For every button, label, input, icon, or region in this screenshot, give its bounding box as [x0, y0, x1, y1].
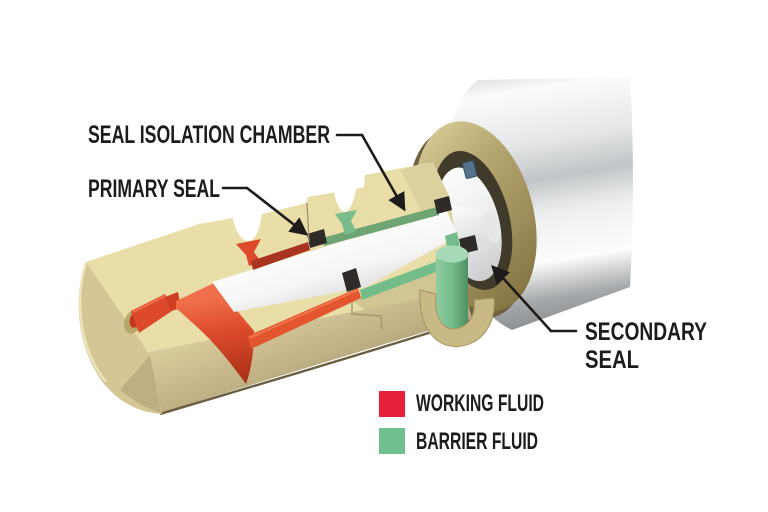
- secondary-seal-label-line1: SECONDARY: [585, 318, 707, 346]
- barrier-fluid-port-section: [335, 210, 357, 235]
- working-fluid-label: WORKING FLUID: [416, 390, 544, 417]
- primary-seal: [307, 229, 361, 292]
- gland-part-line: [351, 302, 383, 331]
- callout-primary-seal: PRIMARY SEAL: [88, 175, 309, 236]
- housing-end-cap: [78, 262, 162, 414]
- legend-item-working-fluid: WORKING FLUID: [379, 390, 544, 417]
- leader-arrow: [491, 264, 553, 333]
- shaft-stub-end: [483, 211, 501, 243]
- legend: WORKING FLUID BARRIER FLUID: [379, 390, 544, 455]
- inlet-pipe: [131, 294, 172, 333]
- shaft: [212, 209, 458, 312]
- secondary-seal-top: [434, 196, 452, 214]
- legend-item-barrier-fluid: BARRIER FLUID: [379, 428, 538, 455]
- leader-arrow: [245, 186, 309, 236]
- working-fluid-swatch: [379, 391, 405, 417]
- barrier-fluid-port: [419, 232, 495, 347]
- barrier-fluid-label: BARRIER FLUID: [416, 428, 538, 455]
- primary-seal-label: PRIMARY SEAL: [88, 175, 220, 203]
- callout-secondary-seal: SECONDARY SEAL: [491, 264, 707, 374]
- secondary-seal-label-line2: SEAL: [585, 346, 639, 374]
- callout-seal-isolation-chamber: SEAL ISOLATION CHAMBER: [88, 121, 406, 212]
- housing-bottom-edge: [159, 318, 471, 416]
- port-top-face: [436, 245, 468, 263]
- barrier-fluid-film-top: [322, 207, 439, 246]
- end-cap-rim-highlight: [78, 261, 107, 383]
- leader-arrow: [360, 133, 406, 212]
- working-fluid-film-bottom: [248, 288, 361, 349]
- shaft-stub: [444, 204, 499, 242]
- housing-curved-surface: [148, 290, 472, 414]
- port-gland-arc: [419, 289, 495, 347]
- seal-isolation-chamber-label: SEAL ISOLATION CHAMBER: [88, 121, 330, 149]
- primary-seal-bottom: [342, 268, 361, 292]
- flange-bolt: [462, 160, 478, 179]
- working-fluid-film-top: [251, 242, 310, 270]
- working-fluid-port-section: [236, 239, 261, 266]
- primary-seal-top: [307, 229, 327, 248]
- end-cap-shading: [120, 355, 161, 413]
- barrier-fluid-swatch: [379, 428, 405, 454]
- port-cylinder: [436, 252, 469, 330]
